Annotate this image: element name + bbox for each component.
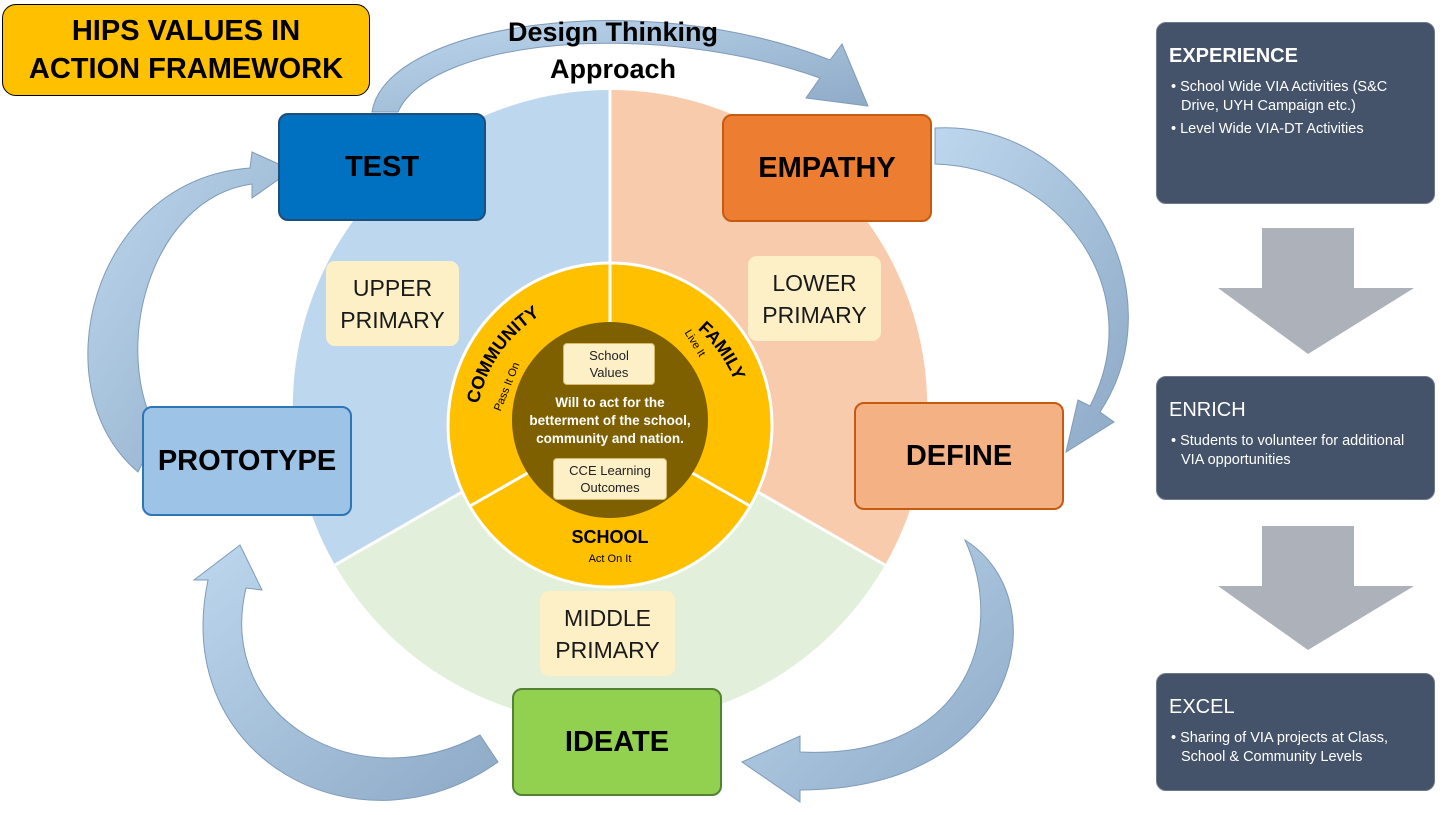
level-lower-primary: LOWER PRIMARY [748, 256, 881, 341]
level-upper-line-2: PRIMARY [340, 306, 445, 333]
stage-define-label: DEFINE [905, 439, 1013, 472]
approach-title-line-2: Approach [549, 54, 676, 84]
panel-excel-title: EXCEL [1169, 696, 1235, 718]
stage-prototype-label: PROTOTYPE [157, 444, 337, 477]
panel-enrich-title: ENRICH [1169, 399, 1246, 421]
stage-test-label: TEST [344, 150, 420, 183]
approach-title-line-1: Design Thinking [507, 17, 718, 47]
stage-ideate: IDEATE [512, 688, 722, 796]
cce-outcomes-line-1: CCE Learning [569, 463, 651, 478]
down-arrow-2 [1218, 526, 1414, 650]
level-lower-line-2: PRIMARY [762, 301, 867, 328]
arrow-test-to-empathy [371, 20, 869, 113]
arrow-ideate-to-prototype [192, 544, 499, 801]
core-statement-line-2: betterment of the school, [529, 413, 690, 428]
cce-outcomes-label: CCE Learning Outcomes [553, 458, 667, 500]
arrow-empathy-to-define [934, 127, 1129, 454]
stage-ideate-label: IDEATE [564, 725, 670, 758]
approach-title: Design Thinking Approach [488, 14, 738, 88]
panel-experience: EXPERIENCE School Wide VIA Activities (S… [1156, 22, 1435, 204]
framework-title-line-1: HIPS VALUES IN [71, 15, 301, 47]
arrow-prototype-to-test [87, 151, 294, 473]
level-upper-line-1: UPPER [352, 274, 433, 301]
school-sub: Act On It [589, 553, 632, 565]
level-upper-primary: UPPER PRIMARY [326, 261, 459, 346]
school-values-line-2: Values [589, 365, 629, 380]
panel-excel-item: Sharing of VIA projects at Class, School… [1169, 729, 1422, 767]
level-middle-primary: MIDDLE PRIMARY [540, 591, 675, 676]
stage-empathy-label: EMPATHY [758, 151, 896, 184]
level-middle-line-1: MIDDLE [564, 604, 651, 631]
panel-experience-item: School Wide VIA Activities (S&C Drive, U… [1169, 78, 1422, 116]
panel-enrich: ENRICH Students to volunteer for additio… [1156, 376, 1435, 500]
core-statement-line-1: Will to act for the [555, 395, 665, 410]
level-lower-line-1: LOWER [772, 269, 857, 296]
arrow-define-to-ideate [740, 538, 1014, 803]
level-middle-line-2: PRIMARY [555, 636, 660, 663]
stage-empathy: EMPATHY [722, 114, 932, 222]
stage-prototype: PROTOTYPE [142, 406, 352, 516]
core-statement-line-3: community and nation. [536, 431, 684, 446]
stage-define: DEFINE [854, 402, 1064, 510]
school-values-line-1: School [589, 348, 629, 363]
school-label: SCHOOL [571, 527, 648, 547]
panel-enrich-item: Students to volunteer for additional VIA… [1169, 432, 1422, 470]
down-arrow-1 [1218, 228, 1414, 354]
panel-enrich-list: Students to volunteer for additional VIA… [1169, 432, 1422, 470]
panel-excel-list: Sharing of VIA projects at Class, School… [1169, 729, 1422, 767]
panel-excel: EXCEL Sharing of VIA projects at Class, … [1156, 673, 1435, 791]
framework-title-line-2: ACTION FRAMEWORK [28, 53, 344, 85]
panel-experience-item: Level Wide VIA-DT Activities [1169, 120, 1422, 139]
stage-test: TEST [278, 113, 486, 221]
school-values-label: School Values [563, 343, 655, 385]
cce-outcomes-line-2: Outcomes [580, 480, 640, 495]
panel-experience-title: EXPERIENCE [1169, 45, 1298, 67]
framework-title: HIPS VALUES IN ACTION FRAMEWORK [2, 4, 370, 96]
panel-experience-list: School Wide VIA Activities (S&C Drive, U… [1169, 78, 1422, 139]
